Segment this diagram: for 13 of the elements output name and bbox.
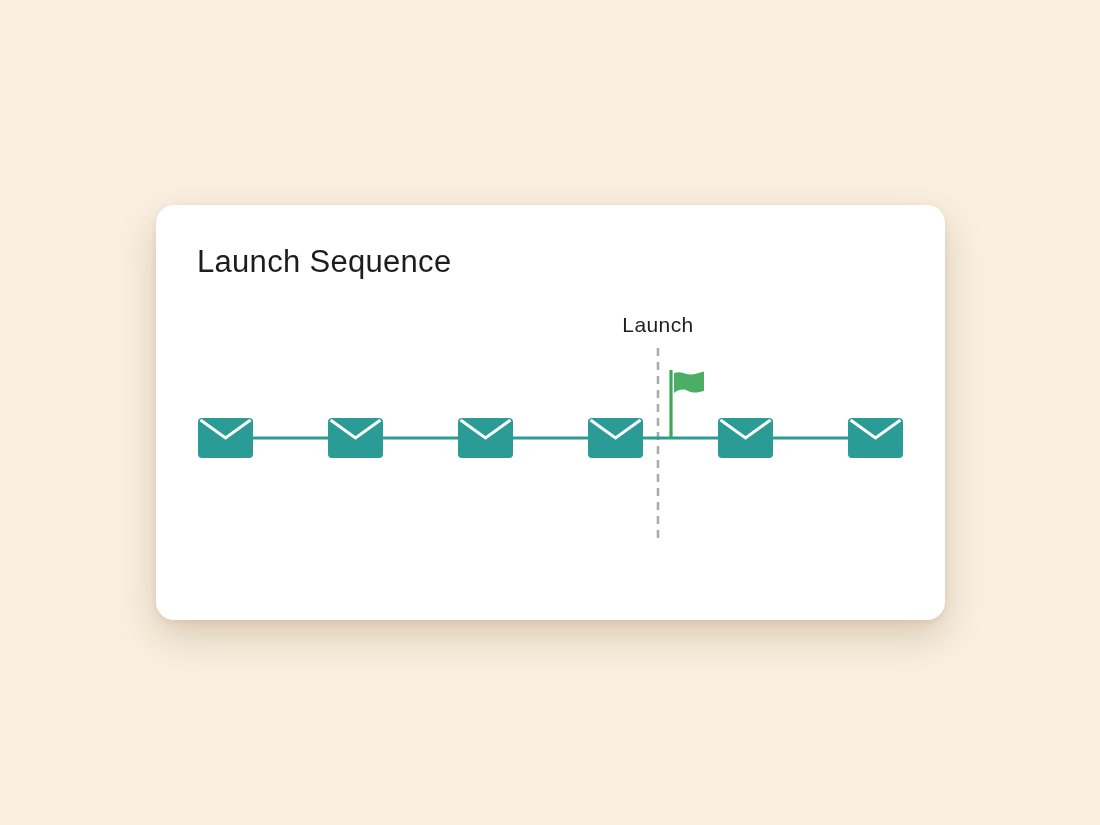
envelope-icon [458,418,513,458]
connector-line [383,436,458,440]
envelope-icon [198,418,253,458]
envelope-icon [328,418,383,458]
connector-line [253,436,328,440]
card-title: Launch Sequence [197,243,452,281]
marker-label: Launch [622,312,694,338]
envelope-icon [588,418,643,458]
connector-line [643,436,718,440]
envelope-icon [718,418,773,458]
connector-line [513,436,588,440]
envelope-icon [848,418,903,458]
connector-line [773,436,848,440]
